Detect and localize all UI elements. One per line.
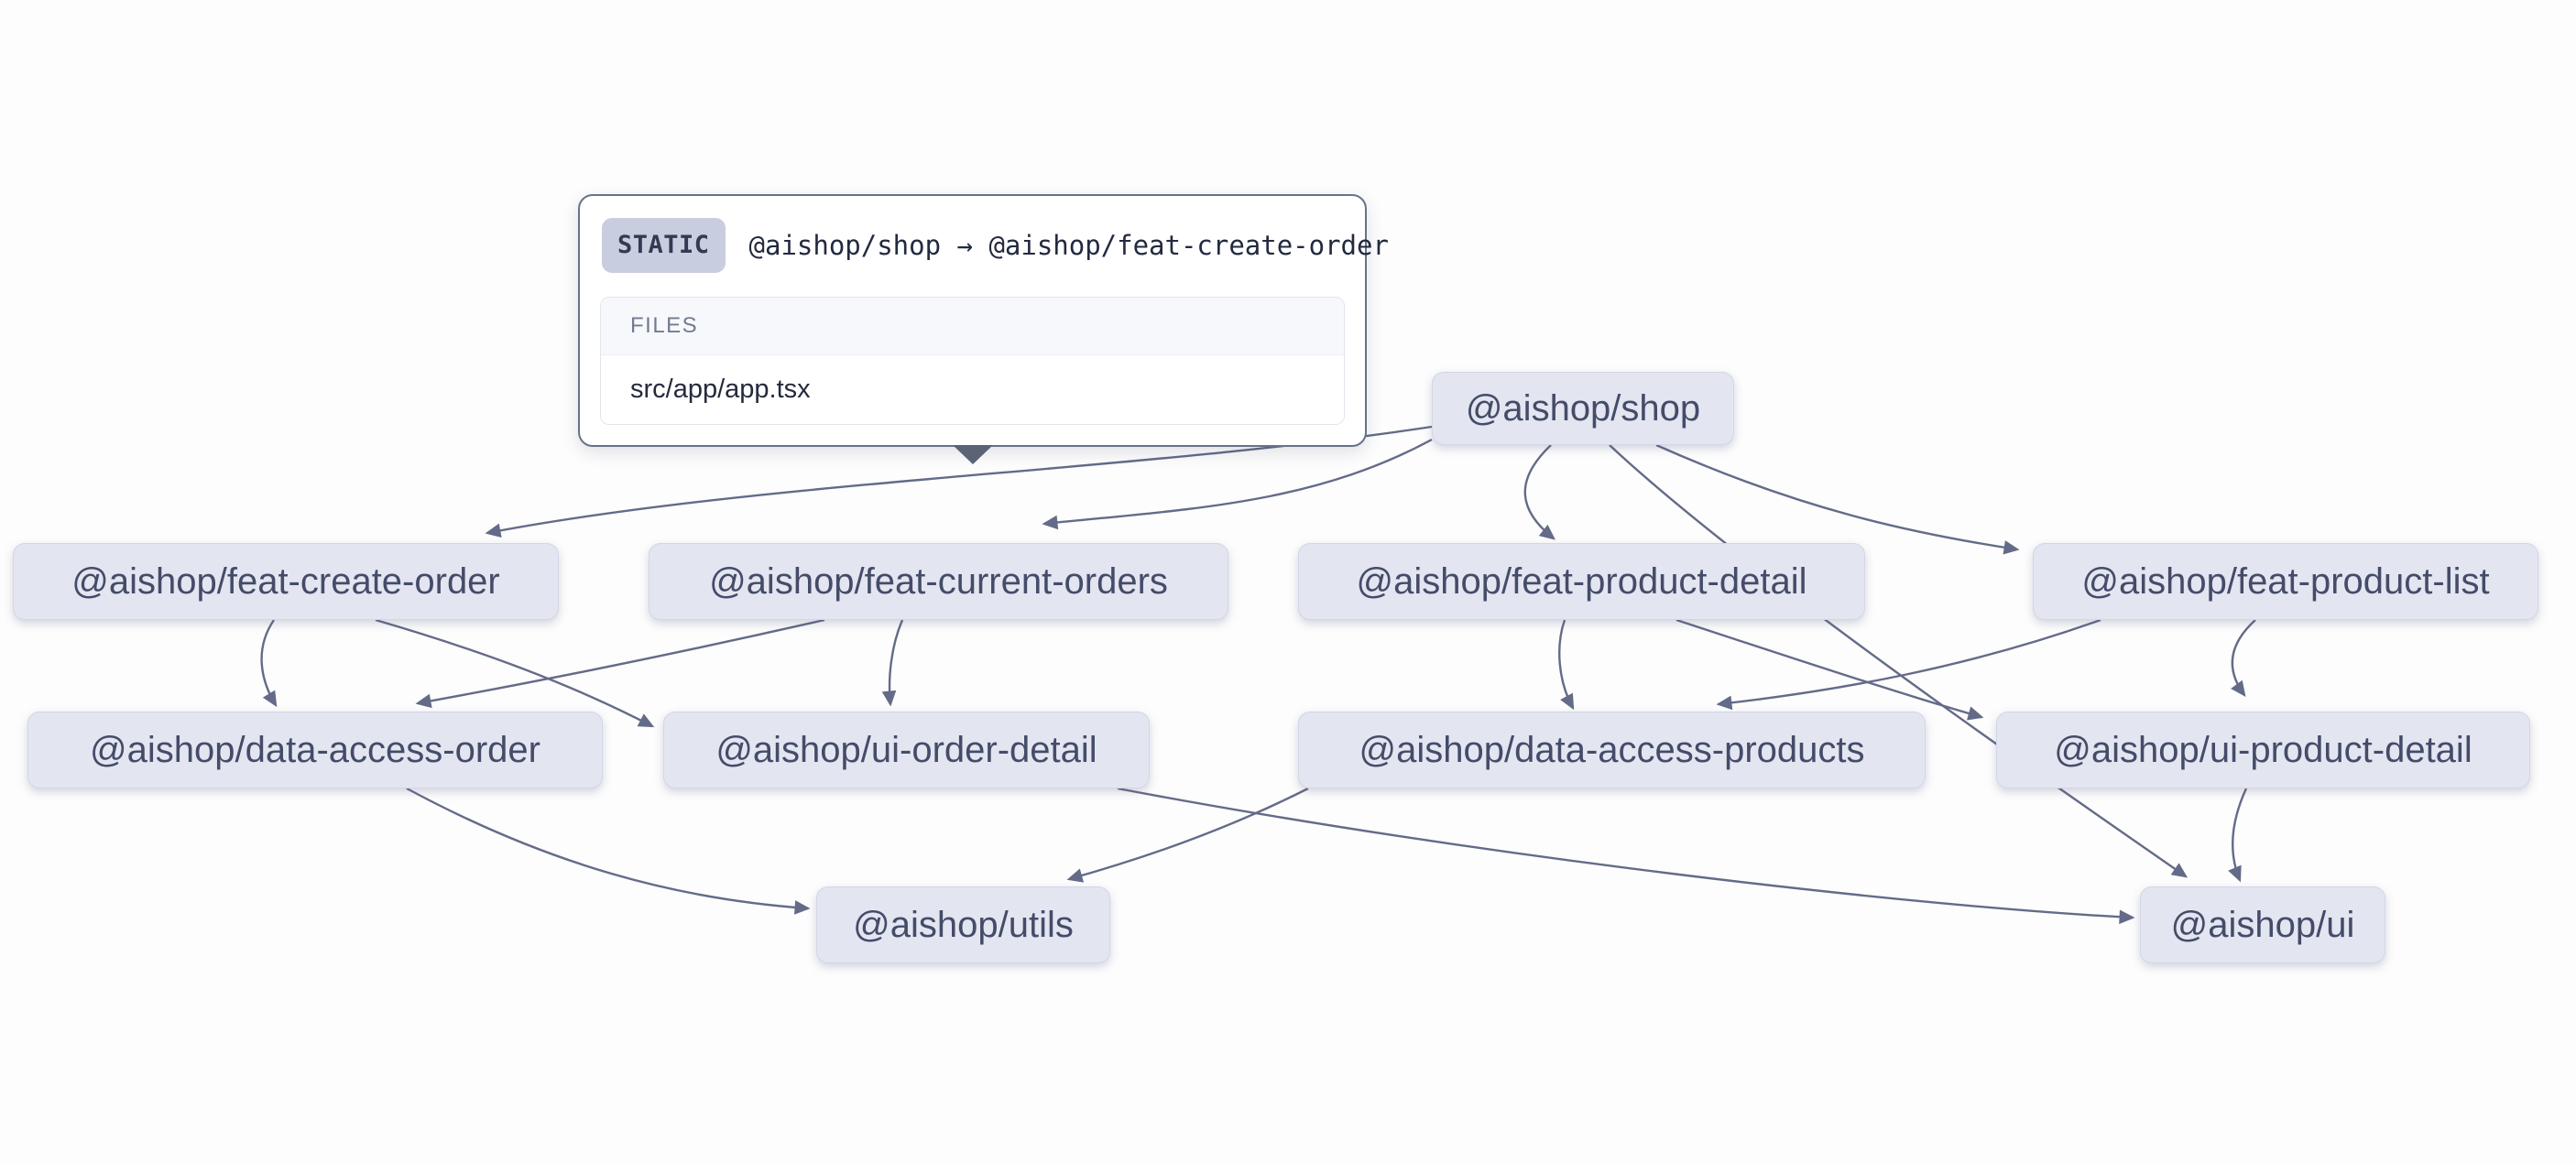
edge-shop-to-ui[interactable] [1609, 444, 2189, 878]
edge-feat-product-list-to-ui-product-detail[interactable] [2231, 619, 2256, 698]
edge-feat-product-detail-to-data-access-products[interactable] [1558, 619, 1575, 711]
edge-feat-product-list-to-data-access-products[interactable] [1716, 618, 2101, 711]
graph-node-data-access-order[interactable]: @aishop/data-access-order [27, 712, 603, 788]
edge-type-badge: STATIC [602, 218, 726, 273]
edge-shop-to-feat-product-detail[interactable] [1523, 444, 1556, 540]
edge-shop-to-feat-current-orders[interactable] [1042, 438, 1433, 530]
tooltip-pointer [952, 445, 993, 464]
tooltip-header: STATIC @aishop/shop → @aishop/feat-creat… [580, 196, 1389, 273]
edge-label: @aishop/shop → @aishop/feat-create-order [748, 229, 1389, 261]
edge-feat-create-order-to-data-access-order[interactable] [260, 619, 278, 708]
edge-shop-to-feat-product-list[interactable] [1655, 443, 2020, 555]
edge-data-access-products-to-utils[interactable] [1066, 787, 1309, 883]
graph-node-ui-product-detail[interactable]: @aishop/ui-product-detail [1996, 712, 2530, 788]
edge-ui-product-detail-to-ui[interactable] [2228, 788, 2248, 883]
graph-node-ui-order-detail[interactable]: @aishop/ui-order-detail [663, 712, 1150, 788]
graph-node-ui[interactable]: @aishop/ui [2140, 886, 2385, 963]
graph-node-utils[interactable]: @aishop/utils [816, 886, 1110, 963]
graph-node-feat-current-orders[interactable]: @aishop/feat-current-orders [649, 543, 1228, 620]
edge-feat-current-orders-to-ui-order-detail[interactable] [881, 619, 904, 707]
edge-tooltip: STATIC @aishop/shop → @aishop/feat-creat… [578, 194, 1389, 464]
edge-feat-create-order-to-ui-order-detail[interactable] [375, 618, 655, 728]
edge-data-access-order-to-utils[interactable] [406, 787, 811, 915]
graph-node-feat-create-order[interactable]: @aishop/feat-create-order [13, 543, 559, 620]
graph-node-shop[interactable]: @aishop/shop [1432, 372, 1734, 445]
file-row: src/app/app.tsx [601, 354, 1344, 424]
files-panel: FILES src/app/app.tsx [600, 296, 1345, 425]
graph-node-feat-product-detail[interactable]: @aishop/feat-product-detail [1298, 543, 1865, 620]
edge-ui-order-detail-to-ui[interactable] [1117, 787, 2135, 925]
edge-feat-product-detail-to-ui-product-detail[interactable] [1675, 618, 1984, 721]
files-header-label: FILES [601, 297, 1344, 355]
edge-group [260, 425, 2256, 925]
graph-node-feat-product-list[interactable]: @aishop/feat-product-list [2033, 543, 2538, 620]
graph-node-data-access-products[interactable]: @aishop/data-access-products [1298, 712, 1926, 788]
edge-feat-current-orders-to-data-access-order[interactable] [415, 618, 825, 709]
